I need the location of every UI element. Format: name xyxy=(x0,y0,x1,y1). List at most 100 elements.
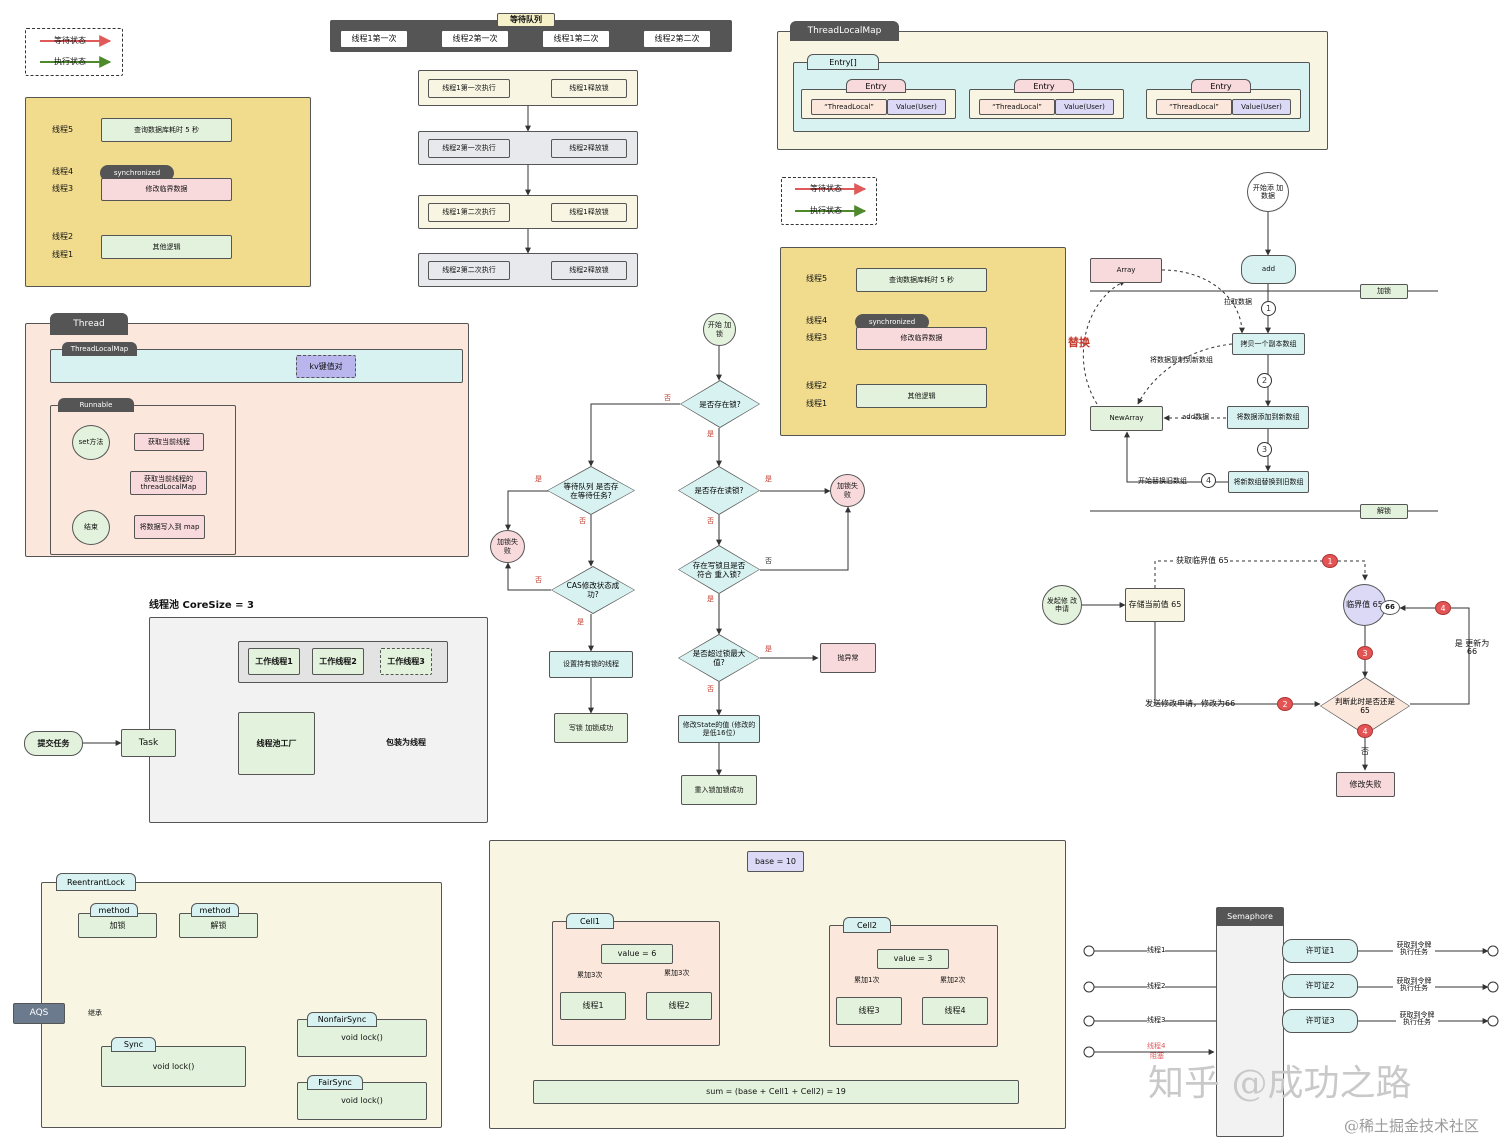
throw-node: 抛异常 xyxy=(820,643,876,673)
lock-fail-right: 加锁失 败 xyxy=(830,474,865,507)
entry-2-key: “ThreadLocal” xyxy=(979,99,1055,115)
inherit-label: 继承 xyxy=(88,1009,102,1017)
queue-item-1: 线程1第一次 xyxy=(340,30,408,48)
semaphore-panel xyxy=(1216,919,1284,1137)
get-map-node: 获取当前线程的 threadLocalMap xyxy=(130,471,207,495)
thread2-label-2: 线程2 xyxy=(806,381,828,390)
factory-node: 线程池工厂 xyxy=(238,712,315,775)
max-decision: 是否超过锁最大值? xyxy=(678,634,760,682)
cell2-tag: Cell2 xyxy=(843,917,891,933)
entry-3-tab: Entry xyxy=(1191,79,1251,93)
cas-step-3: 3 xyxy=(1357,646,1373,660)
legend-wait-label-2: 等待状态 xyxy=(810,184,842,193)
request-node: 发起修 改申请 xyxy=(1042,585,1082,625)
entry-1-tab: Entry xyxy=(846,79,906,93)
kv-node: kv键值对 xyxy=(296,355,356,378)
modify-node-2: 修改临界数据 xyxy=(856,327,987,350)
fail-node: 修改失败 xyxy=(1336,772,1395,797)
cell2-acc-2: 累加2次 xyxy=(940,976,966,984)
got-token-2: 获取到令牌 执行任务 xyxy=(1393,978,1435,992)
end-node: 结束 xyxy=(72,510,110,545)
cas-step-4b: 4 xyxy=(1357,724,1373,738)
start-lock-node: 开始 加锁 xyxy=(703,313,736,346)
legend-box-2 xyxy=(781,177,877,225)
thread3-label-2: 线程3 xyxy=(806,333,828,342)
tlmap-title: ThreadLocalMap xyxy=(790,21,899,41)
no-label: 否 xyxy=(707,685,714,693)
cow-step-1: 1 xyxy=(1261,301,1276,316)
sync-tag: Sync xyxy=(111,1037,156,1052)
release-node-1: 线程1释放锁 xyxy=(551,79,627,98)
lock-tag: 加锁 xyxy=(1360,284,1408,299)
entry-1-value: Value(User) xyxy=(887,99,946,115)
sum-node: sum = (base + Cell1 + Cell2) = 19 xyxy=(533,1080,1019,1104)
submit-task-node: 提交任务 xyxy=(24,731,83,756)
threadlocalmap-label: ThreadLocalMap xyxy=(62,342,137,356)
cell1-value: value = 6 xyxy=(601,944,673,964)
yes-label: 是 xyxy=(765,645,772,653)
run-node-1: 线程1第一次执行 xyxy=(428,79,510,98)
read-lock-decision: 是否存在读锁? xyxy=(678,466,760,515)
permit-2: 许可证2 xyxy=(1282,974,1358,998)
zhihu-watermark: 知乎 @成功之路 xyxy=(1148,1063,1412,1104)
cell1-tag: Cell1 xyxy=(566,913,614,929)
release-node-4: 线程2释放锁 xyxy=(551,261,627,280)
modify-node: 修改临界数据 xyxy=(101,178,232,201)
got-token-3: 获取到令牌 执行任务 xyxy=(1396,1012,1438,1026)
juejin-watermark: @稀土掘金技术社区 xyxy=(1344,1117,1480,1135)
start-add-node: 开始添 加数据 xyxy=(1247,172,1289,212)
copy-node: 拷贝一个副本数组 xyxy=(1232,333,1305,355)
cell2-panel xyxy=(829,925,998,1047)
start-replace-label: 开始替换旧数组 xyxy=(1138,477,1187,485)
thread-title: Thread xyxy=(50,313,128,335)
adder-thread-3: 线程3 xyxy=(836,997,902,1025)
legend-exec-label-2: 执行状态 xyxy=(810,206,842,215)
yes-label: 是 xyxy=(535,475,542,483)
legend-box xyxy=(25,28,123,76)
add-node: add xyxy=(1241,255,1296,284)
run-node-3: 线程1第二次执行 xyxy=(428,203,510,222)
other-logic-node-2: 其他逻辑 xyxy=(856,384,987,408)
reentrant-ok-node: 重入锁加锁成功 xyxy=(681,775,757,805)
cas-decision: CAS修改状态成功? xyxy=(551,566,635,614)
set-method-node: set方法 xyxy=(72,425,110,460)
cell1-acc-2: 累加3次 xyxy=(664,969,690,977)
adder-thread-4: 线程4 xyxy=(922,997,988,1025)
cas-step-2: 2 xyxy=(1277,697,1293,711)
fair-tag: FairSync xyxy=(307,1075,363,1090)
write-reentrant-decision: 存在写锁且是否符合 重入锁? xyxy=(678,545,760,594)
got-token-1: 获取到令牌 执行任务 xyxy=(1393,942,1435,956)
entries-label: Entry[] xyxy=(807,54,879,70)
permit-3: 许可证3 xyxy=(1282,1009,1358,1033)
unlock-tag: 解锁 xyxy=(1360,504,1408,519)
sem-blocked-label: 阻塞 xyxy=(1150,1052,1164,1060)
run-node-4: 线程2第二次执行 xyxy=(428,261,510,280)
thread2-label: 线程2 xyxy=(52,232,74,241)
cas-step-4: 4 xyxy=(1435,601,1451,615)
cell1-acc-1: 累加3次 xyxy=(577,971,603,979)
copy-to-new-label: 将数据复制到新数组 xyxy=(1150,356,1213,364)
thread3-label: 线程3 xyxy=(52,184,74,193)
cell2-acc-1: 累加1次 xyxy=(854,976,880,984)
new-value-node: 66 xyxy=(1380,600,1400,615)
cas-step-1: 1 xyxy=(1322,554,1338,568)
sem-thread-4: 线程4 xyxy=(1147,1042,1166,1050)
thread5-label: 线程5 xyxy=(52,125,74,134)
release-node-2: 线程2释放锁 xyxy=(551,139,627,158)
adder-thread-2: 线程2 xyxy=(646,992,712,1020)
store-node: 存储当前值 65 xyxy=(1125,588,1185,622)
nonfair-tag: NonfairSync xyxy=(307,1012,377,1027)
send-request-label: 发送修改申请，修改为66 xyxy=(1145,699,1236,708)
no-label: 否 xyxy=(707,517,714,525)
write-lock-ok-node: 写锁 加锁成功 xyxy=(554,713,628,743)
semaphore-title: Semaphore xyxy=(1216,907,1284,926)
sem-thread-1: 线程1 xyxy=(1147,946,1166,954)
thread4-label-2: 线程4 xyxy=(806,316,828,325)
cell2-value: value = 3 xyxy=(877,949,949,969)
query-node: 查询数据库耗时 5 秒 xyxy=(101,118,232,142)
other-logic-node: 其他逻辑 xyxy=(101,235,232,259)
legend-wait-label: 等待状态 xyxy=(54,36,86,45)
thread1-label-2: 线程1 xyxy=(806,399,828,408)
replace-label: 替换 xyxy=(1068,336,1090,349)
yes-label: 是 xyxy=(577,618,584,626)
